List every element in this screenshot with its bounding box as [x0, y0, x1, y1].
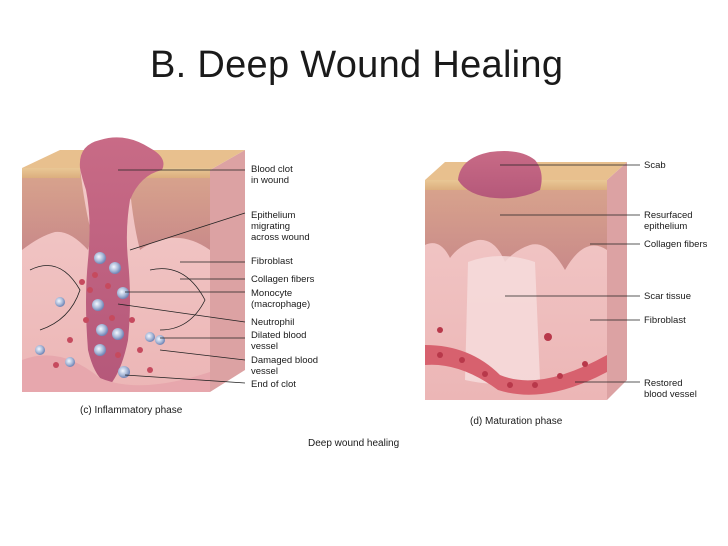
label-dilated-vessel: Dilated blood vessel [251, 330, 309, 352]
label-scar-tissue: Scar tissue [644, 291, 691, 302]
label-damaged-vessel: Damaged blood vessel [251, 355, 321, 377]
label-blood-clot: Blood clot in wound [251, 164, 295, 186]
slide-title: B. Deep Wound Healing [150, 44, 564, 86]
panel-c-neutrophils [53, 272, 153, 373]
label-collagen-fibers-c: Collagen fibers [251, 274, 315, 285]
label-epithelium-migrating: Epithelium migrating across wound [251, 210, 310, 243]
panel-c-caption: (c) Inflammatory phase [80, 405, 183, 416]
panel-d-caption: (d) Maturation phase [470, 416, 563, 427]
panel-c-corneum-right [128, 168, 210, 178]
panel-c-blood-clot [79, 137, 164, 385]
panel-c-labels: Blood clot in wound Epithelium migrating… [80, 164, 321, 416]
panel-c-leader-lines [117, 169, 246, 384]
label-neutrophil: Neutrophil [251, 317, 294, 328]
panel-c-illustration [22, 137, 246, 392]
panel-c-side-face [210, 150, 245, 392]
panel-c-monocytes [35, 252, 165, 378]
label-collagen-fibers-d: Collagen fibers [644, 239, 708, 250]
panel-d-scab [458, 151, 542, 199]
panel-d-labels: Scab Resurfaced epithelium Collagen fibe… [470, 160, 708, 427]
panel-d-epithelium [425, 180, 607, 270]
panel-d-illustration [425, 151, 640, 400]
panel-c-collagen-hint [29, 265, 81, 331]
panel-d-red-cells [437, 327, 588, 388]
label-resurfaced-epithelium: Resurfaced epithelium [644, 210, 695, 232]
panel-d-restored-vessel [425, 345, 607, 395]
panel-c-corneum-left [22, 168, 80, 178]
label-scab: Scab [644, 160, 666, 171]
panel-c-epidermis-left [22, 168, 92, 250]
label-end-of-clot: End of clot [251, 379, 296, 390]
figure-caption: Deep wound healing [308, 438, 399, 449]
label-fibroblast-d: Fibroblast [644, 315, 686, 326]
panel-d-leader-lines [500, 164, 640, 383]
label-monocyte: Monocyte (macrophage) [251, 288, 310, 310]
panel-d-side-face [607, 162, 627, 400]
panel-d-scar-tissue [465, 256, 540, 384]
label-fibroblast-c: Fibroblast [251, 256, 293, 267]
panel-c-collagen-hint-2 [149, 268, 206, 331]
label-restored-vessel: Restored blood vessel [644, 378, 697, 400]
panel-c-epidermis-right [128, 168, 210, 250]
